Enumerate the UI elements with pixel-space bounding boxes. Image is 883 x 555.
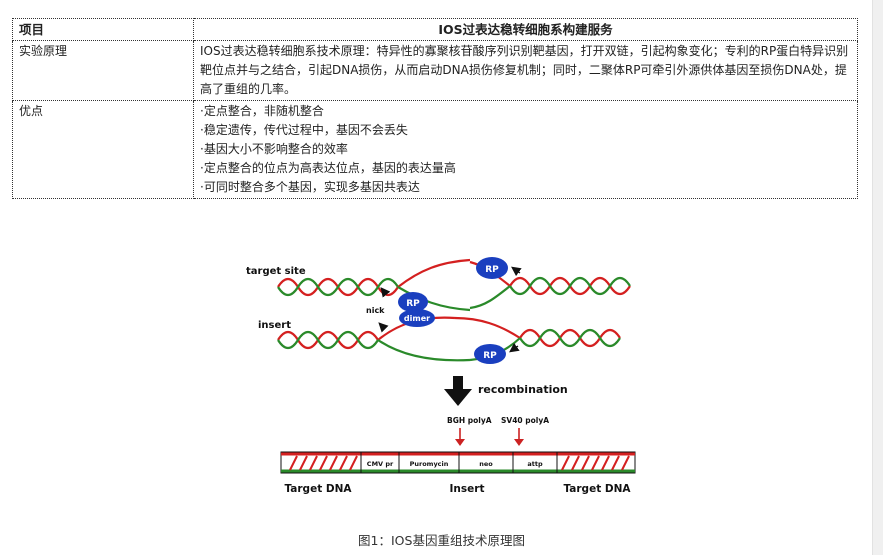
- table-row-principle: 实验原理 IOS过表达稳转细胞系技术原理：特异性的寡聚核苷酸序列识别靶基因，打开…: [12, 40, 858, 101]
- row-label-principle: 实验原理: [12, 40, 194, 101]
- figure-caption: 图1：IOS基因重组技术原理图: [358, 533, 525, 548]
- scrollbar[interactable]: [872, 0, 883, 555]
- insert-bottom-label: Insert: [450, 483, 485, 495]
- rp-dimer-label: dimer: [404, 314, 430, 323]
- recombination-label: recombination: [478, 383, 568, 396]
- target-dna-left-label: Target DNA: [284, 483, 352, 495]
- insert-label: insert: [258, 320, 291, 331]
- puromycin-label: Puromycin: [410, 460, 449, 468]
- rp-label-top: RP: [485, 265, 499, 275]
- cmv-pr-label: CMV pr: [367, 460, 394, 468]
- rp-protein-bottom: [474, 344, 506, 364]
- sv40-polya-label: SV40 polyA: [501, 416, 549, 425]
- list-item: ·定点整合的位点为高表达位点，基因的表达量高: [200, 161, 456, 175]
- nick-arrow-icon: [380, 287, 391, 298]
- table-header-row: 项目 IOS过表达稳转细胞系构建服务: [12, 18, 858, 41]
- target-dna-right-label: Target DNA: [563, 483, 631, 495]
- rp-dimer-rp-label: RP: [406, 299, 420, 309]
- target-site-label: target site: [246, 266, 306, 277]
- list-item: ·可同时整合多个基因，实现多基因共表达: [200, 180, 420, 194]
- list-item: ·稳定遗传，传代过程中，基因不会丢失: [200, 123, 408, 137]
- attp-label: attp: [527, 460, 543, 468]
- list-item: ·定点整合，非随机整合: [200, 104, 324, 118]
- rp-protein-top: [476, 257, 508, 279]
- arrow-icon: [509, 342, 520, 353]
- recombination-arrow-icon: [444, 376, 472, 406]
- rp-protein-dimer-bottom: [399, 309, 435, 327]
- header-col-item: 项目: [12, 18, 194, 41]
- list-item: ·基因大小不影响整合的效率: [200, 142, 348, 156]
- neo-label: neo: [479, 460, 493, 468]
- row-label-advantages: 优点: [12, 100, 194, 199]
- recombined-dna-bar: [280, 451, 636, 474]
- row-text-principle: IOS过表达稳转细胞系技术原理：特异性的寡聚核苷酸序列识别靶基因，打开双链，引起…: [193, 40, 858, 101]
- target-site-helix: [277, 258, 631, 312]
- rp-label-bottom: RP: [483, 351, 497, 361]
- nick-label: nick: [366, 306, 385, 315]
- insert-helix: [277, 316, 621, 362]
- sv40-arrow-icon: [514, 428, 524, 446]
- nick-arrow-icon: [378, 322, 389, 333]
- service-table: 项目 IOS过表达稳转细胞系构建服务 实验原理 IOS过表达稳转细胞系技术原理：…: [12, 18, 858, 199]
- bgh-arrow-icon: [455, 428, 465, 446]
- advantages-list: ·定点整合，非随机整合 ·稳定遗传，传代过程中，基因不会丢失 ·基因大小不影响整…: [193, 100, 858, 199]
- bgh-polya-label: BGH polyA: [447, 416, 492, 425]
- arrow-icon: [511, 266, 522, 277]
- rp-protein-dimer-top: [398, 292, 428, 312]
- header-col-service: IOS过表达稳转细胞系构建服务: [193, 18, 858, 41]
- table-row-advantages: 优点 ·定点整合，非随机整合 ·稳定遗传，传代过程中，基因不会丢失 ·基因大小不…: [12, 100, 858, 199]
